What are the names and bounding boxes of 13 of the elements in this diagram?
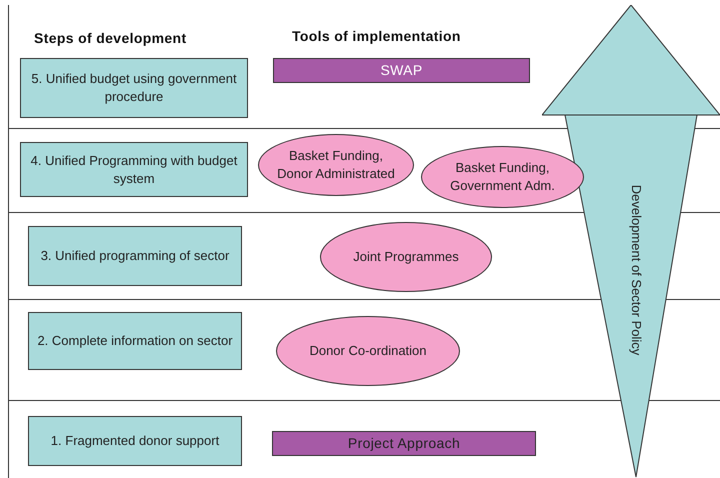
tool-ellipse: Joint Programmes <box>320 222 492 292</box>
tool-ellipse: Basket Funding, Government Adm. <box>421 146 584 208</box>
step-box: 3. Unified programming of sector <box>28 226 242 286</box>
column-heading: Steps of development <box>34 29 186 48</box>
step-box: 4. Unified Programming with budget system <box>20 142 248 197</box>
column-heading: Tools of implementation <box>292 27 461 46</box>
step-box: 5. Unified budget using government procedure <box>20 58 248 118</box>
tool-ellipse: Donor Co-ordination <box>276 316 460 386</box>
step-box: 1. Fragmented donor support <box>28 416 242 466</box>
step-box: 2. Complete information on sector <box>28 312 242 370</box>
tool-bar: Project Approach <box>272 431 536 456</box>
tool-ellipse: Basket Funding, Donor Administrated <box>258 134 414 196</box>
tool-bar: SWAP <box>273 58 530 83</box>
